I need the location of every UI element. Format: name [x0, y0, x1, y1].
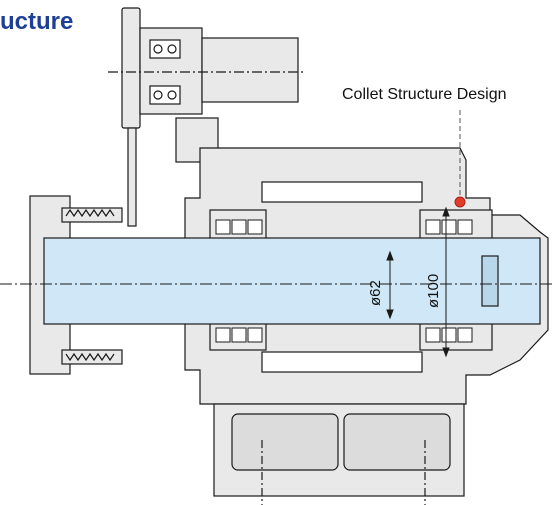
collet-marker-dot — [454, 196, 466, 208]
section-title: ucture — [0, 8, 74, 35]
dimension-lines — [386, 206, 450, 358]
bore-diameter-label: ø62 — [367, 280, 384, 306]
outer-diameter-label: ø100 — [425, 274, 442, 308]
mounting-base — [213, 403, 465, 505]
collet-structure-label: Collet Structure Design — [342, 86, 507, 103]
pulley-assembly — [108, 7, 305, 227]
collet-leader — [454, 110, 466, 208]
spindle-shaft — [0, 237, 552, 325]
